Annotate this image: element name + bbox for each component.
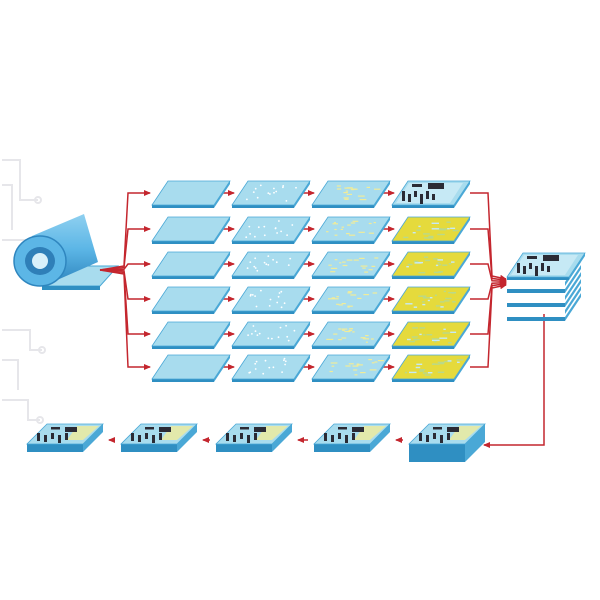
- circuit-board-icon: [408, 423, 486, 462]
- stack-layer-side: [565, 286, 581, 314]
- circuit-board-icon: [215, 423, 293, 452]
- stack-layer: [507, 282, 565, 286]
- layer-sheet: [231, 216, 311, 244]
- layer-sheet: [391, 286, 471, 314]
- layer-sheet: [151, 251, 231, 279]
- layer-sheet: [151, 321, 231, 349]
- merge-arrow: [470, 228, 507, 283]
- split-arrow: [99, 269, 151, 302]
- split-arrow: [99, 226, 151, 271]
- layer-sheet: [151, 216, 231, 244]
- stack-layer-side: [565, 272, 581, 300]
- merge-arrow: [470, 192, 507, 281]
- stack-layer: [507, 296, 565, 300]
- stack-layer: [507, 289, 565, 293]
- layer-sheet: [231, 251, 311, 279]
- stack-layer-side: [565, 265, 581, 293]
- material-roll-icon: [13, 214, 120, 290]
- split-arrow: [99, 190, 151, 271]
- circuit-board-icon: [313, 423, 391, 452]
- decorative-circuit-lines: [2, 159, 46, 424]
- merge-arrow: [470, 283, 507, 368]
- layer-sheet: [391, 321, 471, 349]
- stack-top-sheet: [506, 252, 586, 280]
- split-arrow: [99, 261, 151, 271]
- layer-sheet: [311, 251, 391, 279]
- layer-sheet: [231, 354, 311, 382]
- layer-sheet: [311, 354, 391, 382]
- bottom-board-row: [26, 423, 486, 462]
- merge-arrow: [470, 279, 507, 300]
- layer-sheet: [151, 286, 231, 314]
- split-arrow: [99, 269, 151, 370]
- layer-sheet: [311, 216, 391, 244]
- layer-sheet: [151, 180, 231, 208]
- layer-sheet: [311, 321, 391, 349]
- layer-sheet: [231, 286, 311, 314]
- layer-sheet: [391, 251, 471, 279]
- layer-sheet: [391, 354, 471, 382]
- layer-sheet: [391, 180, 471, 208]
- stack-layer: [507, 317, 565, 321]
- layer-sheet: [231, 321, 311, 349]
- stack-to-board-arrow: [483, 314, 545, 448]
- stack-layer-side: [565, 293, 581, 321]
- merge-arrow: [470, 263, 507, 285]
- circuit-board-icon: [120, 423, 198, 452]
- layer-sheet: [391, 216, 471, 244]
- stack-layer: [507, 310, 565, 314]
- circuit-board-icon: [26, 423, 104, 452]
- stack-layer-side: [565, 279, 581, 307]
- layer-sheet: [311, 286, 391, 314]
- layer-sheet: [231, 180, 311, 208]
- merge-arrow: [470, 281, 507, 335]
- layer-sheet: [311, 180, 391, 208]
- layer-grid: [151, 180, 471, 382]
- layer-sheet: [151, 354, 231, 382]
- stack-layer: [507, 303, 565, 307]
- laminated-stack-icon: [506, 252, 586, 321]
